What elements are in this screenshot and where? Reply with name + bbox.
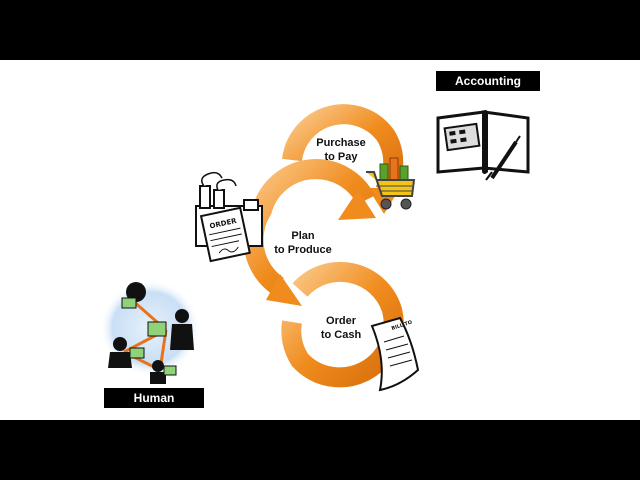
factory-order-icon: ORDER	[195, 171, 263, 263]
person-2	[147, 309, 194, 350]
ledger-book-icon	[436, 110, 530, 181]
person-4	[150, 360, 177, 384]
purchase-to-pay-label: Purchase to Pay	[316, 137, 366, 163]
network-people-icon	[100, 280, 200, 384]
plan-to-produce-arrow	[243, 159, 376, 306]
person-3	[108, 337, 145, 368]
human-resources-label: Human Resources	[104, 388, 204, 420]
person-1	[121, 282, 146, 309]
bill-document-icon: BILL TO	[370, 316, 420, 392]
order-to-cash-label: Order to Cash	[320, 315, 362, 341]
slide: ORDER	[0, 60, 640, 420]
process-cycle-diagram: ORDER	[100, 104, 530, 392]
plan-to-produce-label: Plan to Produce	[274, 230, 332, 256]
shopping-cart-icon	[366, 157, 416, 210]
accounting-label: Accounting	[436, 71, 540, 91]
